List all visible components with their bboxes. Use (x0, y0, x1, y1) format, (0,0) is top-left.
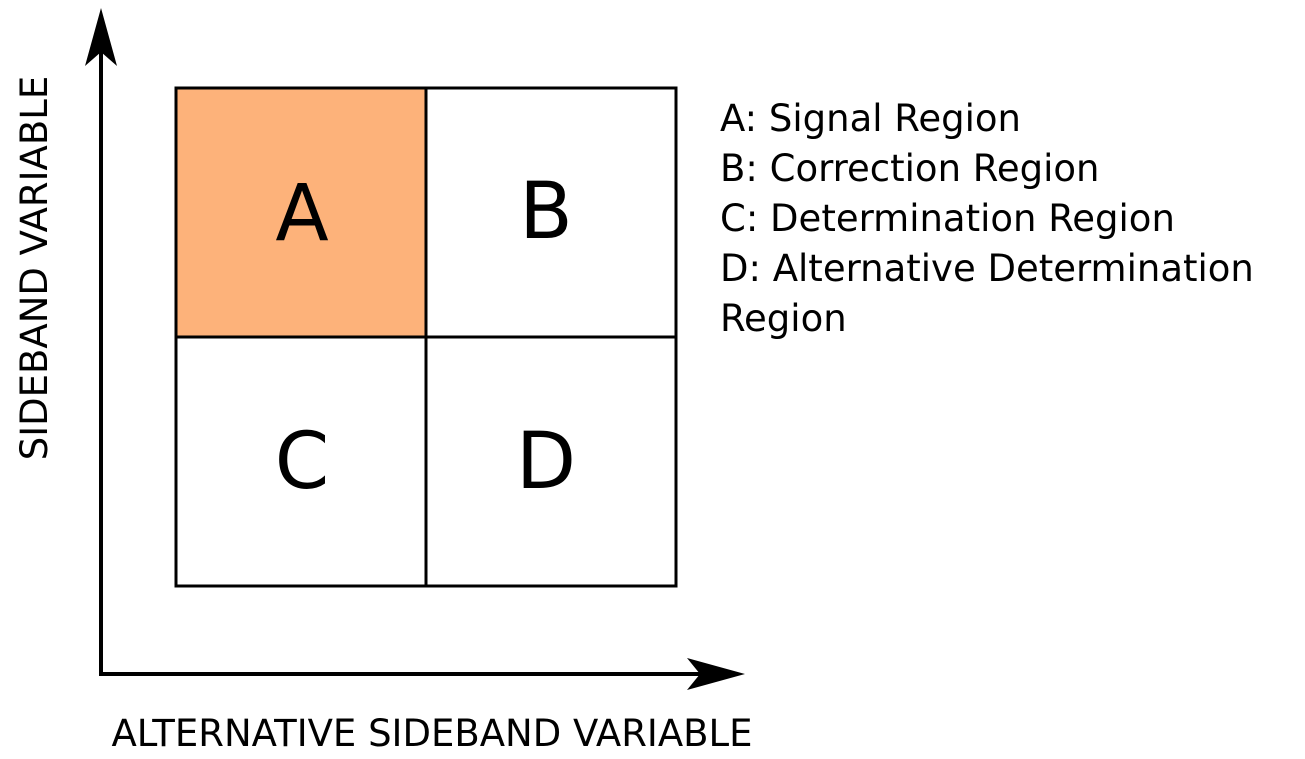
region-d-label: D (516, 417, 576, 507)
legend-item-d: D: Alternative Determination Region (720, 247, 1254, 340)
region-legend: A: Signal Region B: Correction Region C:… (720, 94, 1300, 344)
region-a-label: A (275, 169, 328, 259)
region-a-cell (176, 88, 426, 337)
y-axis-label: SIDEBAND VARIABLE (13, 76, 56, 460)
region-b-label: B (519, 167, 573, 257)
region-c-label: C (275, 417, 329, 507)
legend-item-c: C: Determination Region (720, 197, 1175, 240)
y-axis-arrowhead (85, 8, 117, 66)
x-axis-label: ALTERNATIVE SIDEBAND VARIABLE (111, 712, 752, 755)
legend-item-a: A: Signal Region (720, 97, 1021, 140)
x-axis-arrowhead (687, 658, 745, 690)
legend-item-b: B: Correction Region (720, 147, 1100, 190)
